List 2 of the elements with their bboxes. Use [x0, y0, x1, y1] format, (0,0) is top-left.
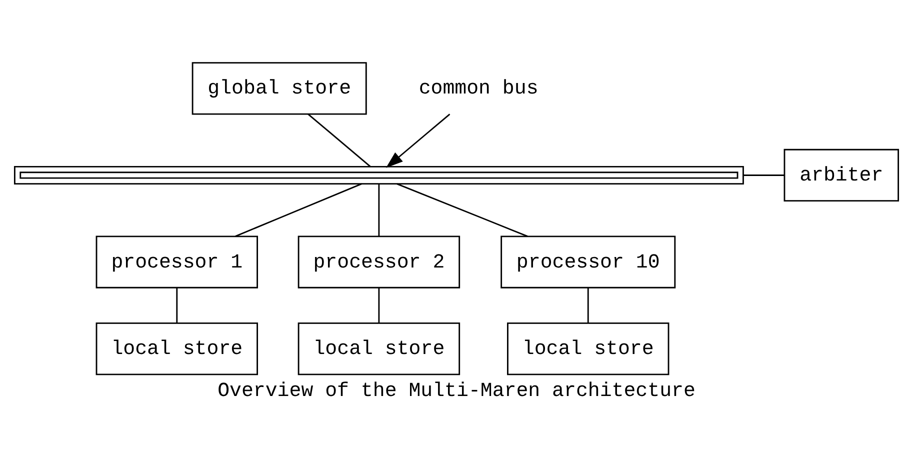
- node-text: common bus: [418, 76, 538, 100]
- caption: Overview of the Multi-Maren architecture: [217, 379, 695, 402]
